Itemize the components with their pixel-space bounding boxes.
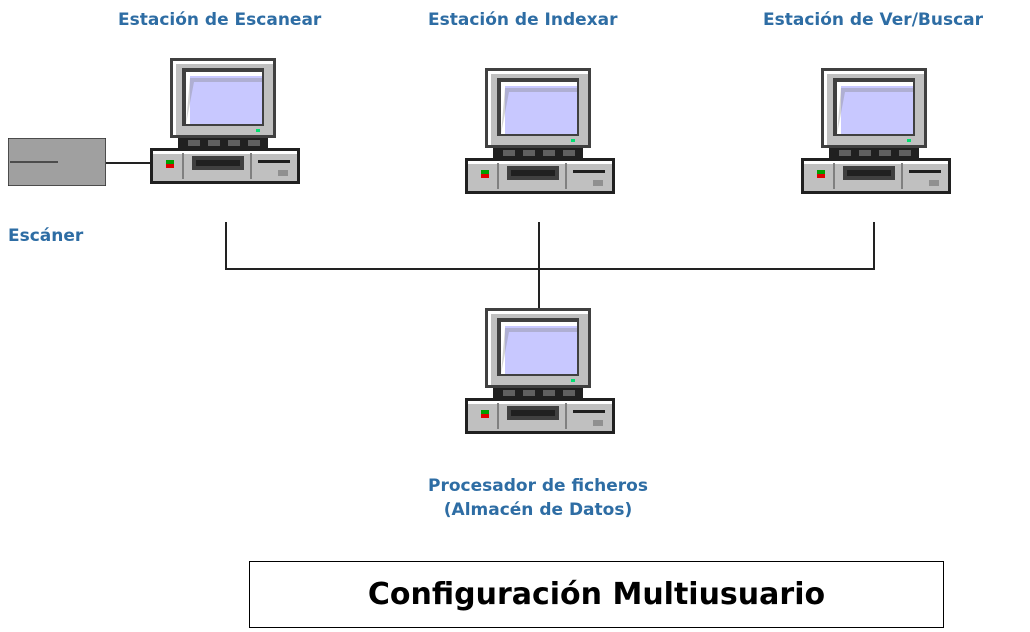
scanner-icon — [7, 137, 107, 187]
view-station-computer — [801, 66, 951, 194]
file-server-label-line1: Procesador de ficheros — [428, 476, 648, 496]
network-wire-view — [873, 222, 875, 269]
scan-station-computer — [150, 56, 300, 184]
title-box: Configuración Multiusuario — [249, 561, 944, 628]
desktop-computer-icon — [801, 66, 951, 194]
network-wire-scan — [225, 222, 227, 269]
view-search-station-label: Estación de Ver/Buscar — [763, 10, 984, 30]
desktop-computer-icon — [465, 66, 615, 194]
scan-station-label: Estación de Escanear — [118, 10, 322, 30]
index-station-label: Estación de Indexar — [428, 10, 618, 30]
scanner-cable — [106, 162, 150, 164]
network-wire-index — [538, 222, 540, 308]
file-server-label: Procesador de ficheros (Almacén de Datos… — [378, 474, 698, 522]
file-server-computer — [465, 306, 615, 434]
desktop-computer-icon — [150, 56, 300, 184]
scanner-label: Escáner — [8, 226, 84, 246]
diagram-title: Configuración Multiusuario — [367, 577, 826, 612]
index-station-computer — [465, 66, 615, 194]
file-server-label-line2: (Almacén de Datos) — [443, 500, 633, 520]
desktop-computer-icon — [465, 306, 615, 434]
network-bus — [225, 268, 875, 270]
